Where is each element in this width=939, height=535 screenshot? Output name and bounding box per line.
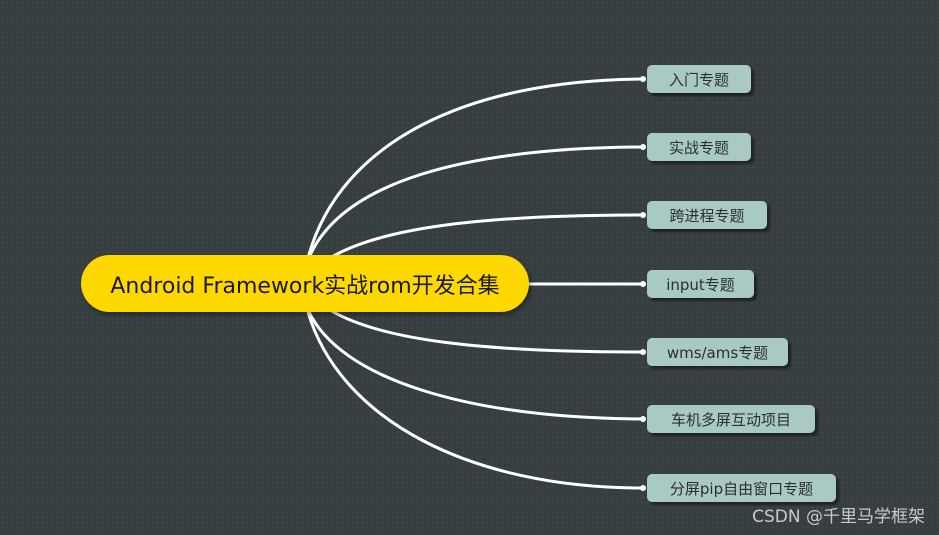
connector-7 — [306, 311, 644, 490]
root-node-label: Android Framework实战rom开发合集 — [110, 273, 500, 299]
topic-label: 实战专题 — [668, 138, 729, 157]
connector-dot-2 — [640, 144, 646, 150]
topic-intro[interactable]: 入门专题 — [647, 65, 751, 93]
topic-label: 分屏pip自由窗口专题 — [669, 479, 814, 498]
topic-practice[interactable]: 实战专题 — [647, 133, 751, 161]
topic-ipc[interactable]: 跨进程专题 — [647, 201, 767, 229]
topic-input[interactable]: input专题 — [647, 270, 754, 298]
root-node[interactable]: Android Framework实战rom开发合集 — [81, 255, 529, 312]
connector-dot-6 — [640, 416, 646, 422]
connector-dot-1 — [640, 76, 646, 82]
connector-1 — [306, 77, 644, 259]
connector-5 — [329, 308, 644, 354]
connector-dot-4 — [640, 281, 646, 287]
connector-dot-5 — [640, 349, 646, 355]
topic-label: wms/ams专题 — [666, 343, 769, 362]
connector-dot-7 — [640, 485, 646, 491]
topic-label: 跨进程专题 — [669, 206, 745, 225]
topic-split-pip[interactable]: 分屏pip自由窗口专题 — [647, 474, 836, 502]
connector-dot-3 — [640, 212, 646, 218]
topic-label: 入门专题 — [668, 70, 729, 89]
topic-label: 车机多屏互动项目 — [670, 410, 791, 429]
topic-wms-ams[interactable]: wms/ams专题 — [647, 338, 788, 366]
topic-label: input专题 — [666, 275, 735, 294]
connector-3 — [329, 213, 644, 260]
topic-car-multiscreen[interactable]: 车机多屏互动项目 — [647, 405, 815, 433]
connector-6 — [306, 309, 644, 421]
watermark: CSDN @千里马学框架 — [752, 507, 925, 527]
connector-2 — [306, 145, 644, 261]
